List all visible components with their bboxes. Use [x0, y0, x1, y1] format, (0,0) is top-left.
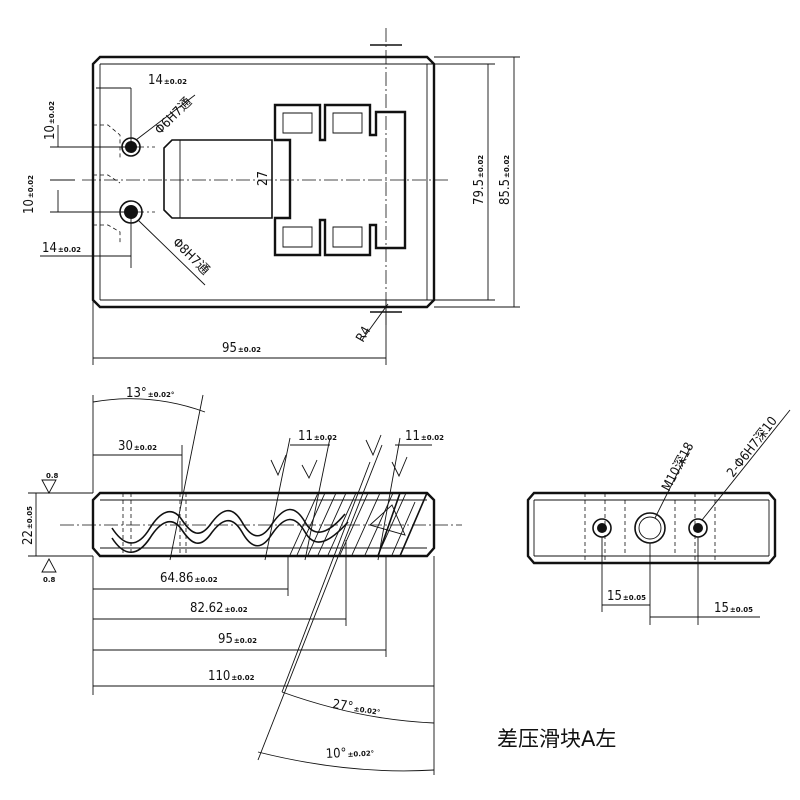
dim-27: 27	[256, 171, 271, 186]
dim-14-bottom: 14±0.02	[42, 241, 81, 256]
dim-82-62: 82.62±0.02	[190, 601, 248, 616]
side-thread-m10	[634, 512, 666, 544]
dim-30: 30±0.02	[118, 439, 157, 454]
dim-10-bottom: 10±0.02	[22, 175, 37, 214]
side-view: M10深18 2-Φ6H7深10 15±0.05 15±0.05	[526, 409, 791, 625]
dim-85-5: 85.5±0.02	[498, 155, 513, 205]
top-view: 27 10±0.02 10±0.02 14±0.02	[22, 28, 520, 365]
angle-10: 10°±0.02°	[325, 744, 374, 762]
dim-79-5: 79.5±0.02	[472, 155, 487, 205]
dim-10-top: 10±0.02	[43, 101, 58, 140]
front-view-outline	[91, 491, 436, 558]
angle-27: 27°±0.02°	[331, 697, 381, 719]
dim-15-a: 15±0.05	[607, 589, 646, 604]
dim-110: 110±0.02	[208, 669, 255, 684]
drawing-title: 差压滑块A左	[497, 727, 616, 751]
finish-bottom: 0.8	[43, 576, 56, 584]
dim-11-b: 11±0.02	[405, 429, 444, 444]
dim-64-86: 64.86±0.02	[160, 571, 218, 586]
surface-marks	[270, 434, 408, 480]
top-view-outline	[91, 55, 436, 309]
dim-r4: R4	[353, 324, 374, 345]
angle-13: 13°±0.02°	[126, 386, 174, 401]
finish-top: 0.8	[46, 472, 59, 480]
dim-11-a: 11±0.02	[298, 429, 337, 444]
callout-m10: M10深18	[659, 440, 697, 494]
callout-6h7: Φ6H7通	[152, 95, 195, 138]
dim-15-b: 15±0.05	[714, 601, 753, 616]
dim-95-top: 95±0.02	[222, 341, 261, 356]
callout-6h7-side: 2-Φ6H7深10	[724, 414, 780, 480]
dim-95-front: 95±0.02	[218, 632, 257, 647]
front-view: 13°±0.02° 30±0.02 11±0.02 11±0.02	[21, 386, 462, 775]
t-pocket	[273, 103, 407, 257]
dim-14-top: 14±0.02	[148, 73, 187, 88]
wavy-groove	[111, 508, 346, 544]
side-view-outline	[526, 491, 777, 565]
dim-22: 22±0.05	[21, 506, 36, 545]
